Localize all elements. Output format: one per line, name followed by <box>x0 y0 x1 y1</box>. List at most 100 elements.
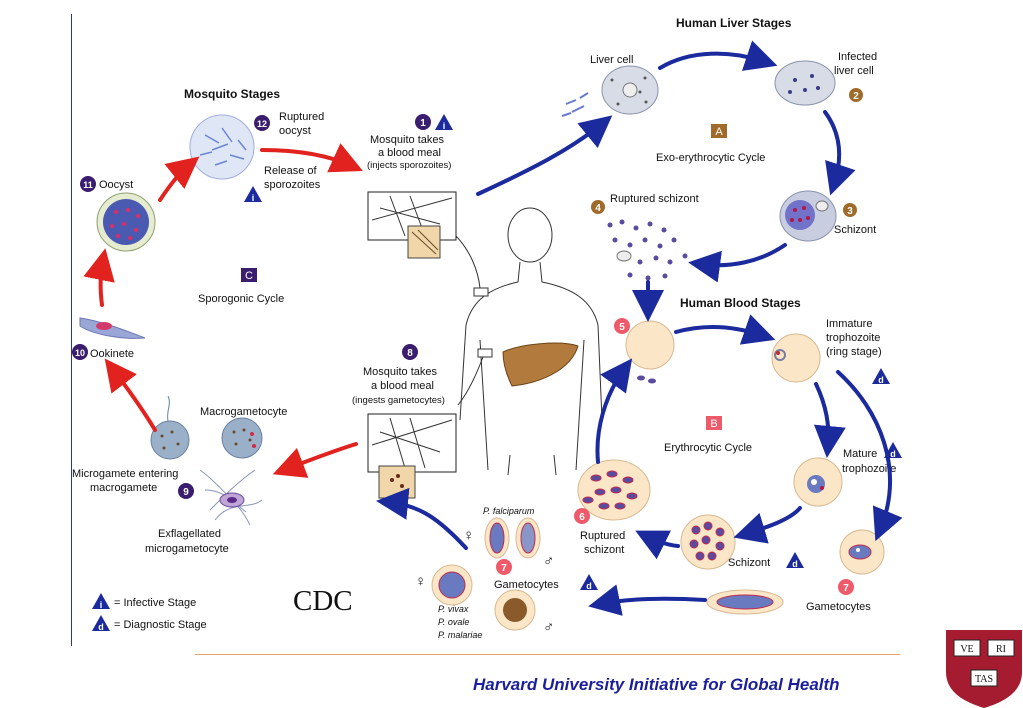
p-falciparum-label: P. falciparum <box>483 506 535 516</box>
arrow-schizont-to-ruptured <box>688 243 787 283</box>
svg-text:10: 10 <box>75 348 85 358</box>
step-2-badge: 2 <box>849 88 863 102</box>
step-9-badge: 9 <box>178 483 194 499</box>
infected-liver-cell-label-1: Infected <box>838 51 877 63</box>
gametocyte-cell-right <box>839 529 885 575</box>
liver-schizont-label: Schizont <box>834 224 876 236</box>
male-symbol-bottom: ♂ <box>543 619 554 636</box>
blood-schizont-label: Schizont <box>728 557 770 569</box>
falciparum-female-gametocyte <box>484 517 510 559</box>
crest-text-tas: TAS <box>975 674 993 685</box>
svg-text:A: A <box>715 126 723 138</box>
macrogametocyte-label: Macrogametocyte <box>200 406 287 418</box>
gametocytes-label-right: Gametocytes <box>806 601 871 613</box>
diagnostic-stage-icon-gametocytes: d <box>580 574 598 591</box>
oocyst-label: Oocyst <box>99 179 133 191</box>
immature-trophozoite-label-1: Immature <box>826 318 872 330</box>
ruptured-schizont-liver-label: Ruptured schizont <box>610 193 699 205</box>
oocyst <box>96 192 156 252</box>
step-8-line1: Mosquito takes <box>363 366 437 378</box>
arrow-oocyst-to-mosquito <box>260 143 363 173</box>
step-1-line3: (injects sporozoites) <box>367 160 451 171</box>
diagnostic-stage-icon-schizont: d <box>786 552 804 569</box>
svg-text:4: 4 <box>595 203 601 214</box>
mature-trophozoite-cell <box>793 457 843 507</box>
sporozoites <box>561 92 589 117</box>
blood-schizont-cell <box>680 514 736 570</box>
step-12-badge: 12 <box>254 115 270 131</box>
blood-stages-header: Human Blood Stages <box>680 296 801 310</box>
infected-liver-cell <box>774 60 836 106</box>
step-4-badge: 4 <box>591 200 605 214</box>
svg-text:d: d <box>890 449 896 459</box>
ruptured-oocyst-label-1: Ruptured <box>279 111 324 123</box>
svg-text:C: C <box>245 270 253 282</box>
svg-text:i: i <box>100 600 103 610</box>
arrow-zygote-to-ookinete <box>104 358 157 432</box>
step-11-badge: 11 <box>80 176 96 192</box>
p-malariae-label: P. malariae <box>438 630 482 640</box>
erythrocytic-cycle-label: Erythrocytic Cycle <box>664 442 752 454</box>
svg-text:7: 7 <box>843 583 849 594</box>
elongated-gametocyte <box>706 589 784 615</box>
liver-cell <box>601 65 659 115</box>
svg-text:9: 9 <box>183 487 189 498</box>
release-sporozoites-label-1: Release of <box>264 165 318 177</box>
arrow-gametocyte-to-box <box>588 584 707 616</box>
arm-marker-upper <box>473 287 489 297</box>
ruptured-liver-schizont <box>607 219 688 281</box>
vivax-female-gametocyte <box>431 564 473 606</box>
ruptured-blood-schizont <box>577 459 651 521</box>
arrow-to-liver-cell <box>476 115 613 196</box>
arrow-infected-to-schizont <box>823 110 856 196</box>
svg-text:3: 3 <box>847 206 853 217</box>
svg-text:B: B <box>710 418 717 430</box>
cycle-a-badge: A <box>711 124 727 138</box>
ring-stage-cell <box>771 333 821 383</box>
step-8-line3: (ingests gametocytes) <box>352 395 445 406</box>
arrow-mature-to-schizont <box>733 506 802 544</box>
female-symbol-top: ♀ <box>463 527 474 544</box>
step-5-badge: 5 <box>614 318 630 334</box>
macrogametocyte <box>221 417 263 459</box>
sporogonic-cycle-label: Sporogonic Cycle <box>198 293 284 305</box>
arrow-ring-to-gametocyte <box>836 370 903 542</box>
microgamete-entering-macrogamete <box>150 395 190 460</box>
svg-text:7: 7 <box>501 563 507 574</box>
liver-organ <box>502 342 579 387</box>
cycle-b-badge: B <box>706 416 722 430</box>
step-6-badge: 6 <box>574 508 590 524</box>
ruptured-oocyst <box>189 114 255 180</box>
ruptured-schizont-label-1: Ruptured <box>580 530 625 542</box>
p-ovale-label: P. ovale <box>438 617 469 627</box>
exflagellated-microgametocyte <box>199 469 263 526</box>
liver-schizont <box>779 190 837 242</box>
svg-text:5: 5 <box>619 322 625 333</box>
svg-text:d: d <box>792 559 798 569</box>
legend-infective-label: = Infective Stage <box>114 597 196 609</box>
ruptured-oocyst-label-2: oocyst <box>279 125 311 137</box>
svg-text:2: 2 <box>853 91 859 102</box>
svg-text:d: d <box>586 581 592 591</box>
arrow-oocyst-to-ruptured <box>158 156 200 202</box>
immature-trophozoite-label-2: trophozoite <box>826 332 880 344</box>
exo-erythrocytic-cycle-label: Exo-erythrocytic Cycle <box>656 152 765 164</box>
connector-line-lower <box>457 356 484 406</box>
footer-divider <box>195 654 900 655</box>
infective-stage-icon-sporozoites: i <box>244 186 262 203</box>
step-10-badge: 10 <box>72 344 88 360</box>
mature-trophozoite-label-2: trophozoite <box>842 463 896 475</box>
malariae-male-gametocyte <box>494 589 536 631</box>
svg-text:12: 12 <box>257 119 267 129</box>
liver-cell-label: Liver cell <box>590 54 633 66</box>
svg-text:11: 11 <box>83 180 93 190</box>
uninfected-red-cell <box>625 320 675 384</box>
connector-line-upper <box>454 234 481 289</box>
p-vivax-label: P. vivax <box>438 604 469 614</box>
ookinete-label: Ookinete <box>90 348 134 360</box>
exflagellated-label-2: microgametocyte <box>145 543 229 555</box>
infective-stage-icon: i <box>435 114 453 131</box>
left-border-line <box>71 14 72 646</box>
arrow-mosquito-to-gametes <box>272 442 358 478</box>
